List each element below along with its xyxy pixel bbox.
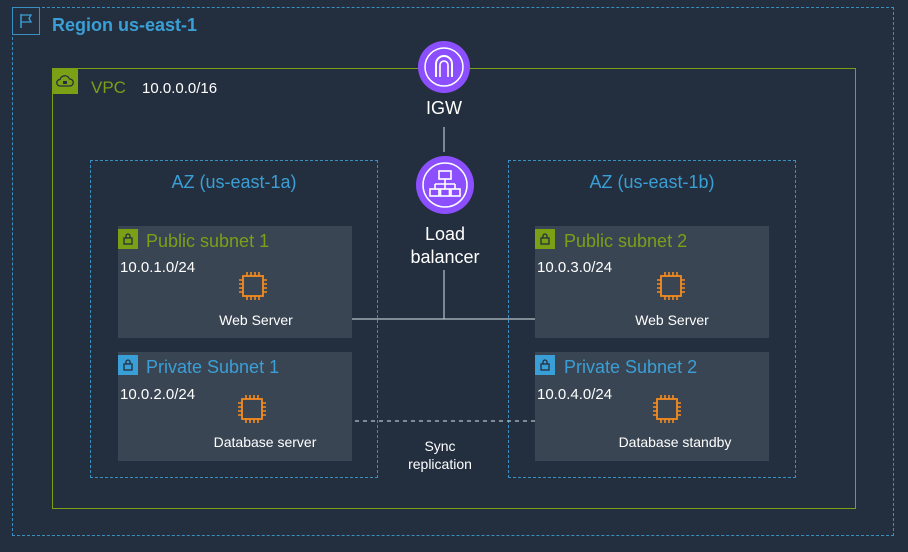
lock-icon	[535, 355, 555, 375]
flag-icon	[12, 7, 40, 35]
private-subnet-2-cidr: 10.0.4.0/24	[537, 386, 613, 403]
ec2-instance-icon	[235, 392, 269, 426]
web-server-2-label: Web Server	[635, 312, 709, 328]
ec2-instance-icon	[650, 392, 684, 426]
database-standby-label: Database standby	[618, 434, 732, 450]
vpc-cidr: 10.0.0.0/16	[142, 80, 218, 97]
replication-label-line1: Sync	[424, 438, 456, 454]
public-subnet-2-cidr: 10.0.3.0/24	[537, 259, 613, 276]
private-subnet-2	[535, 352, 769, 461]
public-subnet-1-cidr: 10.0.1.0/24	[120, 259, 196, 276]
private-subnet-1	[118, 352, 352, 461]
private-subnet-1-cidr: 10.0.2.0/24	[120, 386, 196, 403]
az-b-label: AZ (us-east-1b)	[589, 172, 715, 192]
ec2-instance-icon	[236, 269, 270, 303]
ec2-instance-icon	[654, 269, 688, 303]
vpc-label: VPC	[91, 78, 126, 97]
igw-label: IGW	[426, 98, 462, 118]
internet-gateway-icon	[417, 40, 471, 94]
lock-icon	[118, 229, 138, 249]
public-subnet-1-title: Public subnet 1	[146, 231, 270, 251]
az-a-label: AZ (us-east-1a)	[171, 172, 297, 192]
lock-icon	[535, 229, 555, 249]
private-subnet-2-title: Private Subnet 2	[564, 357, 698, 377]
private-subnet-1-title: Private Subnet 1	[146, 357, 280, 377]
region-label: Region us-east-1	[52, 15, 198, 35]
replication-label-line2: replication	[408, 456, 472, 472]
load-balancer-label-line2: balancer	[410, 247, 480, 267]
lock-icon	[118, 355, 138, 375]
load-balancer-icon	[415, 155, 475, 215]
region-boundary	[12, 7, 894, 536]
public-subnet-2-title: Public subnet 2	[564, 231, 688, 251]
web-server-1-label: Web Server	[219, 312, 293, 328]
load-balancer-label-line1: Load	[424, 224, 466, 244]
public-subnet-1	[118, 226, 352, 338]
database-server-label: Database server	[213, 434, 317, 450]
public-subnet-2	[535, 226, 769, 338]
cloud-lock-icon	[52, 68, 78, 94]
